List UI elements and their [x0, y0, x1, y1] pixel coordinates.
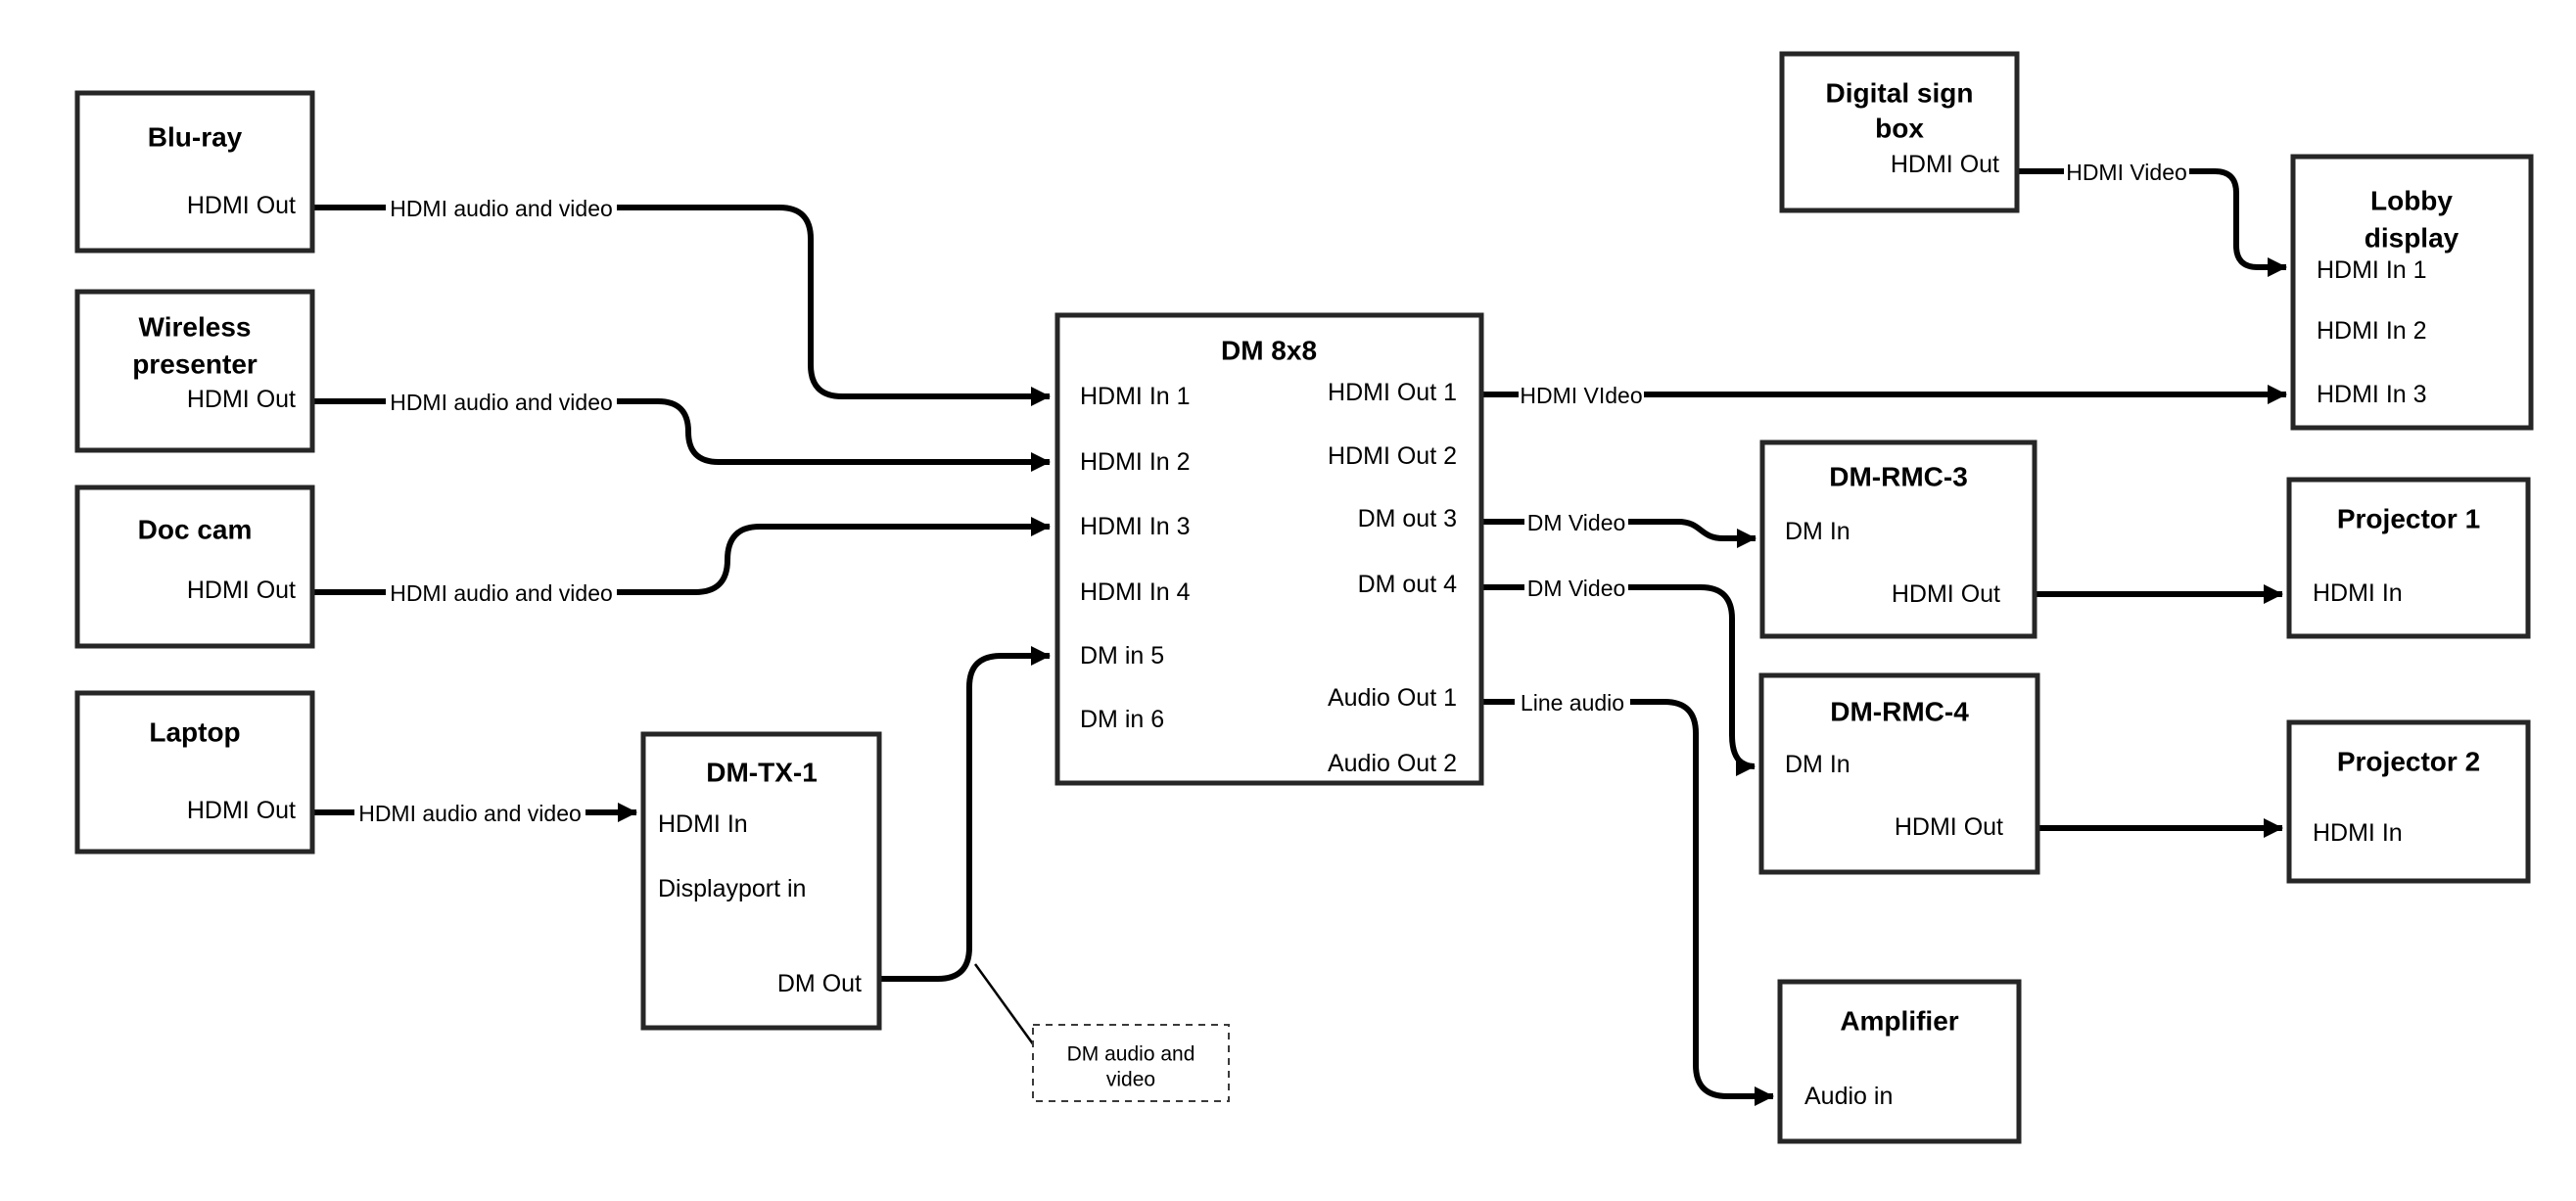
svg-text:box: box: [1875, 114, 1924, 144]
node-dm-rmc-3: DM-RMC-3 DM In HDMI Out: [1759, 439, 2037, 639]
svg-text:Audio in: Audio in: [1804, 1083, 1893, 1110]
svg-text:HDMI In 2: HDMI In 2: [1080, 448, 1191, 476]
svg-text:HDMI Out 1: HDMI Out 1: [1328, 379, 1457, 406]
svg-text:HDMI audio and video: HDMI audio and video: [390, 196, 613, 221]
edge-label-hdmi-video-digitalsign: HDMI Video: [2064, 157, 2189, 186]
svg-text:Audio Out 2: Audio Out 2: [1328, 750, 1457, 777]
edge-label-laptop: HDMI audio and video: [354, 798, 585, 827]
svg-text:DM Video: DM Video: [1527, 576, 1626, 601]
svg-text:HDMI In 1: HDMI In 1: [1080, 383, 1191, 410]
edge-dm8x8-to-dmrmc4: [1481, 584, 1756, 776]
node-lobby-display: Lobby display HDMI In 1 HDMI In 2 HDMI I…: [2290, 154, 2534, 431]
svg-text:HDMI Out: HDMI Out: [1892, 580, 2000, 608]
svg-text:Displayport in: Displayport in: [658, 875, 806, 902]
svg-text:HDMI In 4: HDMI In 4: [1080, 578, 1191, 606]
svg-text:Wireless: Wireless: [139, 312, 252, 343]
node-dm-8x8: DM 8x8 HDMI In 1 HDMI In 2 HDMI In 3 HDM…: [1054, 312, 1484, 786]
svg-text:HDMI In: HDMI In: [658, 810, 748, 838]
svg-text:HDMI Out 2: HDMI Out 2: [1328, 442, 1457, 470]
edge-label-dm-video-3: DM Video: [1524, 507, 1628, 536]
node-bluray: Blu-ray HDMI Out: [74, 90, 315, 254]
edge-label-line-audio: Line audio: [1515, 687, 1630, 716]
svg-text:DM out 3: DM out 3: [1358, 505, 1457, 532]
node-projector-1: Projector 1 HDMI In: [2286, 477, 2531, 639]
svg-text:DM In: DM In: [1785, 518, 1850, 545]
svg-text:presenter: presenter: [132, 349, 258, 380]
svg-text:DM Out: DM Out: [777, 970, 862, 997]
svg-text:Doc cam: Doc cam: [138, 515, 253, 545]
edge-dmtx1-to-dm8x8-in5: [879, 646, 1051, 982]
svg-text:DM 8x8: DM 8x8: [1221, 336, 1317, 366]
svg-text:HDMI Out: HDMI Out: [187, 192, 296, 219]
svg-text:Lobby: Lobby: [2370, 186, 2453, 216]
svg-text:HDMI In 1: HDMI In 1: [2317, 256, 2427, 284]
svg-text:HDMI Out: HDMI Out: [187, 386, 296, 413]
edge-labels-layer: HDMI audio and video HDMI audio and vide…: [354, 157, 2189, 827]
svg-text:DM In: DM In: [1785, 751, 1850, 778]
svg-text:Projector 2: Projector 2: [2337, 747, 2480, 777]
svg-text:HDMI Out: HDMI Out: [1891, 151, 1999, 178]
edge-label-bluray: HDMI audio and video: [386, 193, 617, 222]
edge-wireless-to-dm8x8-in2: [312, 398, 1051, 472]
svg-text:video: video: [1106, 1069, 1155, 1091]
svg-text:Laptop: Laptop: [149, 717, 240, 748]
svg-text:Digital sign: Digital sign: [1826, 78, 1974, 109]
node-dm-tx-1: DM-TX-1 HDMI In Displayport in DM Out: [640, 731, 882, 1031]
svg-text:DM in 5: DM in 5: [1080, 642, 1164, 670]
node-wireless-presenter: Wireless presenter HDMI Out: [74, 289, 315, 453]
svg-text:DM-RMC-3: DM-RMC-3: [1829, 462, 1968, 492]
edge-doccam-to-dm8x8-in3: [312, 517, 1051, 595]
node-doc-cam: Doc cam HDMI Out: [74, 485, 315, 649]
edge-label-dm-video-4: DM Video: [1524, 573, 1628, 602]
svg-text:Amplifier: Amplifier: [1840, 1006, 1958, 1037]
edge-label-doccam: HDMI audio and video: [386, 577, 617, 607]
svg-text:HDMI In 2: HDMI In 2: [2317, 317, 2427, 345]
edge-bluray-to-dm8x8-in1: [312, 205, 1051, 406]
svg-text:HDMI Out: HDMI Out: [187, 577, 296, 604]
svg-text:DM-RMC-4: DM-RMC-4: [1830, 697, 1969, 727]
node-projector-2: Projector 2 HDMI In: [2286, 719, 2531, 884]
edge-label-wireless: HDMI audio and video: [386, 387, 617, 416]
note-callout-line: [973, 963, 1036, 1046]
svg-text:display: display: [2365, 223, 2459, 254]
svg-text:HDMI Out: HDMI Out: [187, 797, 296, 824]
svg-text:HDMI In 3: HDMI In 3: [2317, 381, 2427, 408]
svg-text:DM audio and: DM audio and: [1067, 1043, 1195, 1066]
svg-text:HDMI In: HDMI In: [2313, 579, 2403, 607]
svg-text:Audio Out 1: Audio Out 1: [1328, 684, 1457, 712]
svg-text:DM out 4: DM out 4: [1358, 571, 1458, 598]
note-dm-audio-and-video: DM audio and video: [1032, 1024, 1230, 1102]
svg-text:DM in 6: DM in 6: [1080, 706, 1164, 733]
node-amplifier: Amplifier Audio in: [1777, 979, 2022, 1144]
edge-label-hdmi-video-lobby: HDMI VIdeo: [1519, 380, 1644, 409]
svg-text:Projector 1: Projector 1: [2337, 504, 2480, 534]
svg-text:HDMI In: HDMI In: [2313, 819, 2403, 847]
svg-text:HDMI VIdeo: HDMI VIdeo: [1520, 383, 1642, 408]
node-dm-rmc-4: DM-RMC-4 DM In HDMI Out: [1758, 672, 2040, 875]
svg-text:DM Video: DM Video: [1527, 510, 1626, 535]
edge-dm8x8-to-dmrmc3: [1481, 519, 1756, 548]
svg-text:HDMI In 3: HDMI In 3: [1080, 513, 1191, 540]
svg-text:HDMI audio and video: HDMI audio and video: [390, 390, 613, 415]
svg-text:HDMI audio and video: HDMI audio and video: [358, 801, 582, 826]
svg-text:Line audio: Line audio: [1521, 690, 1624, 716]
svg-text:Blu-ray: Blu-ray: [148, 122, 243, 153]
svg-text:HDMI Out: HDMI Out: [1895, 813, 2003, 841]
edge-dm8x8-to-amplifier: [1481, 699, 1774, 1106]
svg-text:HDMI Video: HDMI Video: [2066, 160, 2187, 185]
svg-text:DM-TX-1: DM-TX-1: [706, 758, 818, 788]
node-digital-sign-box: Digital sign box HDMI Out: [1779, 51, 2020, 213]
svg-text:HDMI audio and video: HDMI audio and video: [390, 580, 613, 606]
node-laptop: Laptop HDMI Out: [74, 690, 315, 855]
edge-digitalsign-to-lobby-in1: [2017, 168, 2287, 277]
